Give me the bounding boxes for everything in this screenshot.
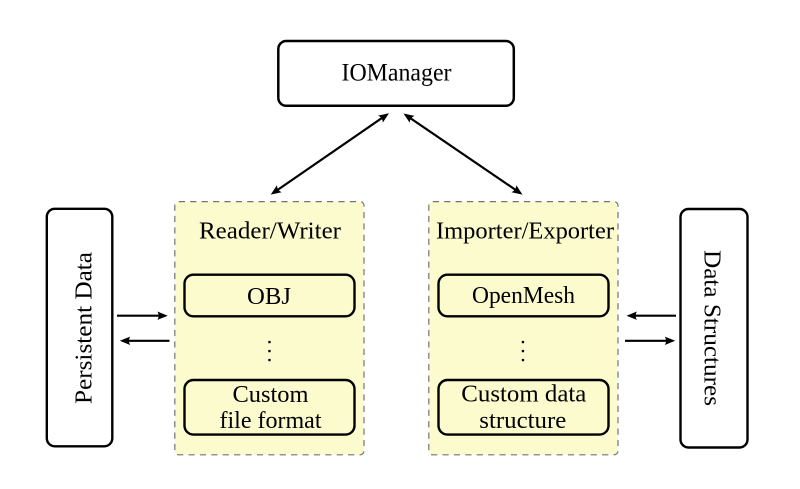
- svg-text:structure: structure: [479, 408, 566, 434]
- svg-text:Persistent Data: Persistent Data: [72, 252, 98, 404]
- svg-text:Data Structures: Data Structures: [699, 250, 725, 406]
- svg-text:Importer/Exporter: Importer/Exporter: [436, 219, 614, 245]
- svg-text:OpenMesh: OpenMesh: [472, 283, 575, 309]
- svg-text:Custom: Custom: [233, 382, 309, 408]
- svg-text:Custom data: Custom data: [461, 382, 586, 408]
- svg-text:IOManager: IOManager: [342, 60, 453, 87]
- svg-text:Reader/Writer: Reader/Writer: [199, 219, 341, 245]
- svg-text:OBJ: OBJ: [247, 284, 291, 310]
- svg-text:file format: file format: [220, 408, 322, 434]
